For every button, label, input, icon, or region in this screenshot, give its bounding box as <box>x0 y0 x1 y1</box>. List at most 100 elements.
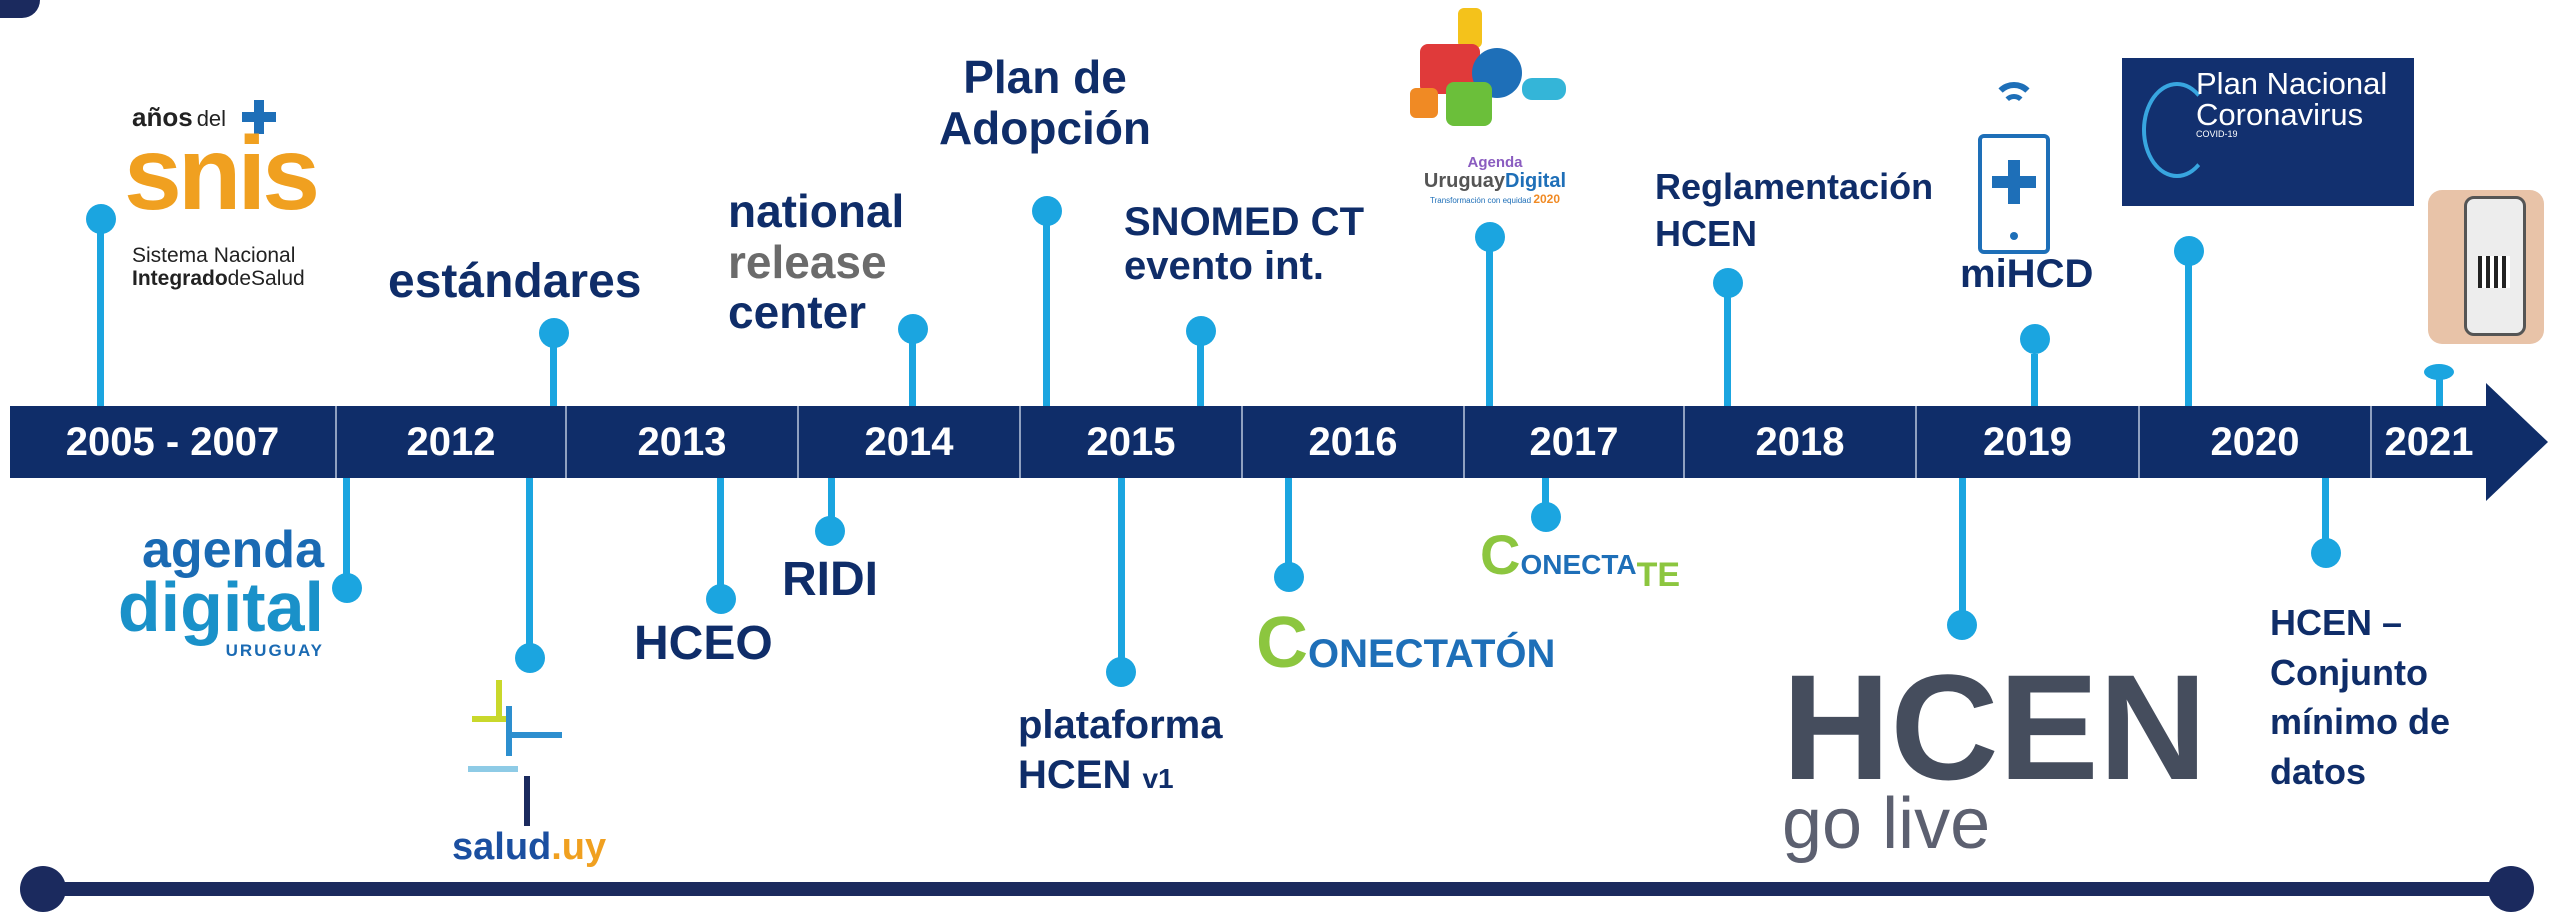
agenda-digital: Digital <box>1505 170 1567 192</box>
agenda-digital-line2: digital <box>117 568 324 646</box>
snis-big-text: snis <box>124 116 320 232</box>
corner-decoration <box>0 0 40 18</box>
phone-medical-icon <box>1972 80 2056 260</box>
marker-dot <box>1475 222 1505 252</box>
label-conjunto: Conjunto <box>2270 651 2428 693</box>
conectate-c: C <box>1480 523 1521 586</box>
marker-stem <box>1542 478 1549 512</box>
snis-line1: Sistema Nacional <box>132 244 296 267</box>
label-ridi: RIDI <box>782 553 878 606</box>
marker-dot <box>332 573 362 603</box>
marker-dot <box>2174 236 2204 266</box>
agenda-digital-line3: URUGUAY <box>225 641 324 660</box>
snis-plus-icon <box>242 100 276 134</box>
agenda-uruguay: Uruguay <box>1423 170 1505 192</box>
bottom-line-end-dot <box>2488 866 2534 912</box>
virus-icon <box>2142 82 2212 178</box>
agenda-digital-logo: agenda digital URUGUAY <box>104 524 324 664</box>
marker-dot <box>1531 502 1561 532</box>
year-2017: 2017 <box>1463 406 1683 478</box>
label-reglamentacion-hcen: HCEN <box>1655 212 1758 254</box>
marker-stem <box>2185 252 2192 406</box>
agenda-uruguay-digital-logo: Agenda UruguayDigital Transformación con… <box>1410 8 1580 206</box>
coronavirus-line2: Coronavirus <box>2196 97 2364 132</box>
marker-dot <box>1186 316 1216 346</box>
marker-stem <box>1118 478 1125 676</box>
snis-de: de <box>227 267 252 291</box>
marker-stem <box>1197 338 1204 406</box>
marker-stem <box>909 336 916 406</box>
marker-dot <box>706 584 736 614</box>
label-national: national <box>728 185 905 237</box>
conectaton-c: C <box>1256 603 1308 683</box>
year-2013: 2013 <box>565 406 797 478</box>
year-2021: 2021 <box>2370 406 2486 478</box>
marker-dot <box>515 643 545 673</box>
label-center: center <box>728 286 867 339</box>
marker-dot <box>1032 196 1062 226</box>
agenda-small: Agenda <box>1467 154 1523 171</box>
timeline-bar <box>10 406 2490 478</box>
label-release: release <box>728 235 887 288</box>
salud-text: salud <box>452 826 552 868</box>
conectate-te: TE <box>1636 556 1681 594</box>
label-datos: datos <box>2270 751 2367 793</box>
marker-dot <box>1106 657 1136 687</box>
marker-stem <box>717 478 724 600</box>
label-estandares: estándares <box>388 255 642 308</box>
marker-dot <box>1947 610 1977 640</box>
uy-text: .uy <box>551 826 607 868</box>
marker-dot <box>898 314 928 344</box>
marker-stem <box>550 340 557 406</box>
snis-salud: Salud <box>251 267 305 291</box>
marker-dot <box>2311 538 2341 568</box>
label-reglamentacion: Reglamentación <box>1655 166 1934 207</box>
marker-stem <box>828 478 835 534</box>
marker-dot <box>1274 562 1304 592</box>
label-evento: evento int. <box>1124 244 1325 288</box>
marker-stem <box>1959 478 1966 626</box>
label-plataforma-v1: v1 <box>1142 763 1174 794</box>
label-adopcion: Adopción <box>938 101 1152 154</box>
hand-phone-image <box>2428 190 2544 344</box>
snis-del: del <box>196 106 227 131</box>
label-snomed: SNOMED CT <box>1124 200 1364 244</box>
bottom-line-start-dot <box>20 866 66 912</box>
marker-stem <box>526 478 533 656</box>
label-plan-de: Plan de <box>963 51 1127 103</box>
label-mihcd: miHCD <box>1960 252 2094 296</box>
plan-coronavirus-logo: Plan Nacional Coronavirus COVID-19 <box>2122 58 2414 206</box>
marker-dot <box>1713 268 1743 298</box>
label-hcen-dash: HCEN – <box>2270 602 2403 643</box>
agenda-tag: Transformación con equidad <box>1429 196 1532 205</box>
year-2012: 2012 <box>335 406 565 478</box>
label-plataforma: plataforma <box>1018 703 1223 747</box>
marker-stem <box>1043 222 1050 406</box>
conectaton-logo: CONECTATÓN <box>1256 602 1555 684</box>
qr-code-icon <box>2478 256 2510 288</box>
hcen-big: HCEN <box>1782 643 2208 811</box>
year-2020: 2020 <box>2138 406 2370 478</box>
year-2015: 2015 <box>1019 406 1241 478</box>
marker-stem <box>1486 246 1493 406</box>
marker-stem <box>343 478 350 588</box>
marker-dot <box>539 318 569 348</box>
conectaton-rest: ONECTATÓN <box>1308 632 1556 676</box>
year-2018: 2018 <box>1683 406 1915 478</box>
year-2014: 2014 <box>797 406 1019 478</box>
year-2016: 2016 <box>1241 406 1463 478</box>
marker-dot <box>815 516 845 546</box>
go-live-text: go live <box>1782 784 1991 864</box>
label-minimo: mínimo de <box>2270 701 2451 743</box>
marker-dot <box>86 204 116 234</box>
bottom-line <box>44 882 2510 896</box>
marker-stem <box>1724 292 1731 406</box>
snis-anos: años <box>132 102 193 132</box>
label-hceo: HCEO <box>634 617 773 670</box>
agenda-digital-line1: agenda <box>141 521 324 579</box>
conectate-logo: CONECTATE <box>1480 522 1680 594</box>
agenda-year: 2020 <box>1533 192 1561 206</box>
marker-stem <box>2436 372 2443 406</box>
salud-uy-logo: salud.uy <box>452 680 612 870</box>
